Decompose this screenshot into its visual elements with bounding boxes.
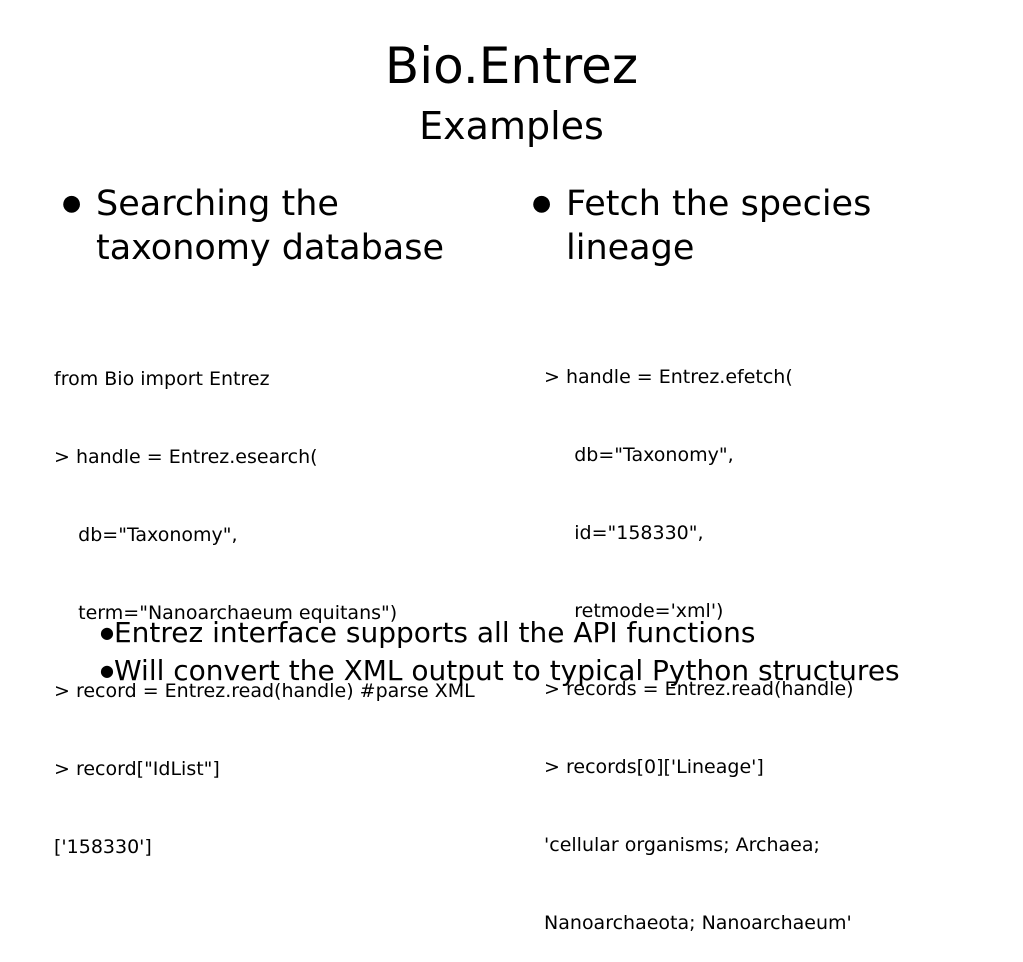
code-line: db="Taxonomy", [54, 524, 238, 546]
code-line: from Bio import Entrez [54, 368, 270, 390]
bullet-icon: ● [100, 661, 114, 680]
slide-title: Bio.Entrez [384, 37, 639, 95]
code-line: > records = Entrez.read(handle) [538, 678, 854, 700]
right-heading: ● Fetch the species lineage [532, 182, 972, 272]
notes-list: ●Entrez interface supports all the API f… [100, 614, 900, 690]
right-heading-line-1: Fetch the species [566, 184, 872, 224]
code-line: 'cellular organisms; Archaea; [538, 834, 820, 856]
code-line: term="Nanoarchaeum equitans") [54, 602, 398, 624]
code-line: id="158330", [538, 522, 704, 544]
note-text: Will convert the XML output to typical P… [113, 654, 900, 687]
code-line: > record["IdList"] [54, 758, 220, 780]
note-text: Entrez interface supports all the API fu… [113, 616, 756, 649]
left-code-block: from Bio import Entrez > handle = Entrez… [54, 314, 475, 886]
code-line: Nanoarchaeota; Nanoarchaeum' [538, 912, 852, 934]
bullet-icon: ● [62, 191, 82, 216]
left-heading-line-2: taxonomy database [96, 228, 445, 268]
note-item: ●Will convert the XML output to typical … [100, 652, 900, 690]
code-line: > handle = Entrez.efetch( [538, 366, 793, 388]
code-line: retmode='xml') [538, 600, 724, 622]
bullet-icon: ● [532, 191, 552, 216]
left-heading-line-1: Searching the [96, 184, 339, 224]
code-line: db="Taxonomy", [538, 444, 734, 466]
code-line: > handle = Entrez.esearch( [54, 446, 318, 468]
slide-subtitle: Examples [419, 104, 604, 148]
code-line: ['158330'] [54, 836, 152, 858]
note-item: ●Entrez interface supports all the API f… [100, 614, 900, 652]
bullet-icon: ● [100, 623, 114, 642]
code-line: > record = Entrez.read(handle) #parse XM… [54, 680, 475, 702]
left-heading: ● Searching the taxonomy database [62, 182, 502, 272]
code-line: > records[0]['Lineage'] [538, 756, 764, 778]
right-heading-line-2: lineage [566, 228, 695, 268]
